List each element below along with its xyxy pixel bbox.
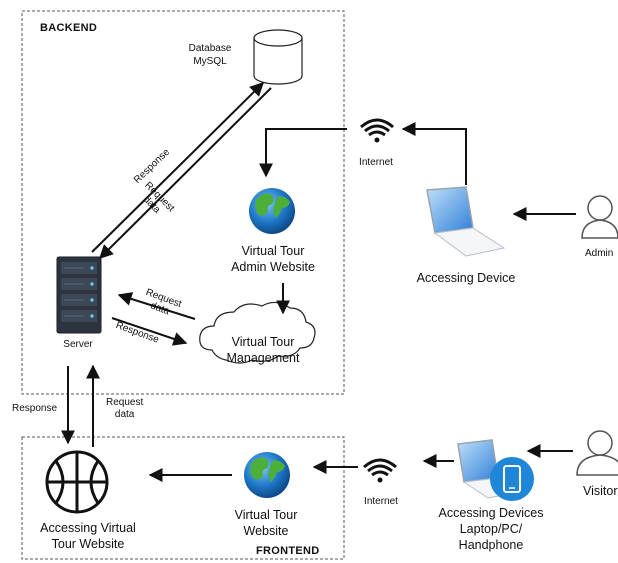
frontend-label: FRONTEND (256, 545, 320, 557)
server-label: Server (63, 339, 93, 350)
user-icon (581, 195, 618, 239)
wifi-icon (363, 458, 397, 483)
admin-user-label: Admin (585, 248, 614, 259)
server-rack-icon (56, 256, 102, 334)
user-icon (576, 430, 618, 476)
arrow-management-to-server (117, 292, 196, 320)
laptop-phone-icon (457, 439, 534, 501)
accessing-website-line2: Tour Website (51, 537, 125, 551)
visitor-devices-line3: Handphone (458, 538, 524, 552)
arrow-server-to-management (111, 317, 188, 346)
tour-management-line1: Virtual Tour (231, 335, 295, 349)
frontend-boundary (21, 436, 345, 560)
globe-icon (244, 452, 290, 498)
database-label: Database MySQL (189, 42, 232, 68)
tour-management-label: Virtual Tour Management (227, 334, 300, 366)
backend-boundary (21, 10, 345, 395)
accessing-website-line1: Accessing Virtual (40, 521, 136, 535)
database-label-line2: MySQL (193, 56, 227, 67)
backend-label: BACKEND (40, 22, 98, 34)
cloud-icon (199, 301, 316, 364)
internet-top-label: Internet (359, 157, 393, 168)
database-cylinder-icon (253, 29, 303, 85)
laptop-icon (426, 186, 506, 257)
admin-website-line1: Virtual Tour (241, 244, 305, 258)
tour-management-line2: Management (226, 351, 300, 365)
arrow-database-to-server (99, 87, 272, 259)
database-label-line1: Database (188, 43, 232, 54)
arrow-server-to-database (91, 82, 264, 253)
admin-website-label: Virtual Tour Admin Website (231, 243, 315, 275)
arrow-device-to-internet (401, 122, 467, 185)
arrow-internet-to-admin-website (259, 128, 347, 178)
admin-device-label: Accessing Device (416, 271, 516, 285)
edge-label-server-front-response: Response (12, 403, 58, 414)
admin-website-line2: Admin Website (231, 260, 315, 274)
visitor-devices-line1: Accessing Devices (438, 506, 544, 520)
frontend-website-line2: Website (243, 524, 289, 538)
visitor-devices-label: Accessing Devices Laptop/PC/ Handphone (439, 505, 544, 553)
visitor-user-label: Visitor (583, 484, 618, 498)
wifi-icon (360, 118, 394, 143)
basketball-icon (45, 450, 109, 514)
globe-icon (249, 188, 295, 234)
internet-bottom-label: Internet (364, 496, 398, 507)
accessing-website-label: Accessing Virtual Tour Website (40, 520, 136, 552)
visitor-devices-line2: Laptop/PC/ (459, 522, 523, 536)
connection-arrows (61, 82, 576, 482)
frontend-website-line1: Virtual Tour (234, 508, 298, 522)
frontend-website-label: Virtual Tour Website (235, 507, 298, 539)
edge-label-server-front-request: Request data (106, 397, 144, 420)
